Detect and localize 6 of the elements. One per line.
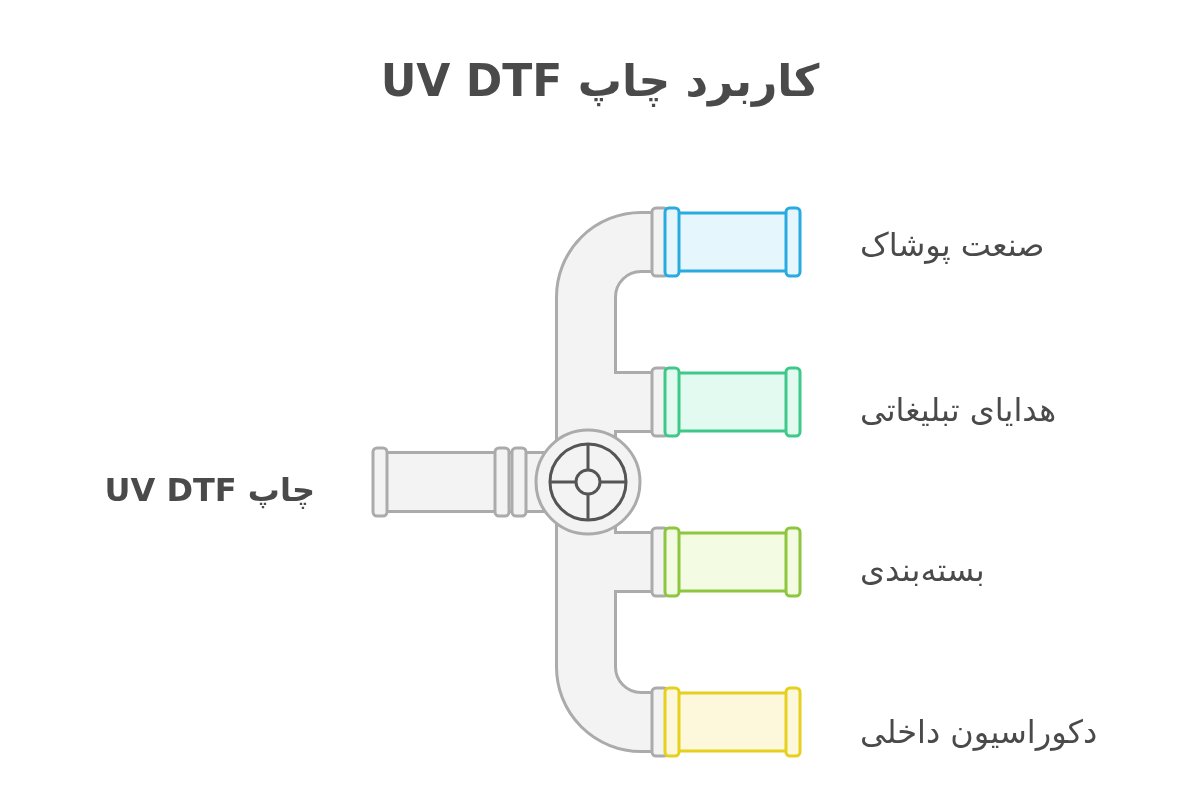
pipe-label: چاپ UV DTF [104, 471, 315, 509]
pipe-label: صنعت پوشاک [860, 226, 1045, 264]
pipe-label: دکوراسیون داخلی [860, 713, 1098, 751]
title: کاربرد چاپ UV DTF [379, 54, 821, 106]
pipe-label: بسته‌بندی [860, 551, 985, 589]
pipe-label: هدایای تبلیغاتی [860, 391, 1056, 429]
